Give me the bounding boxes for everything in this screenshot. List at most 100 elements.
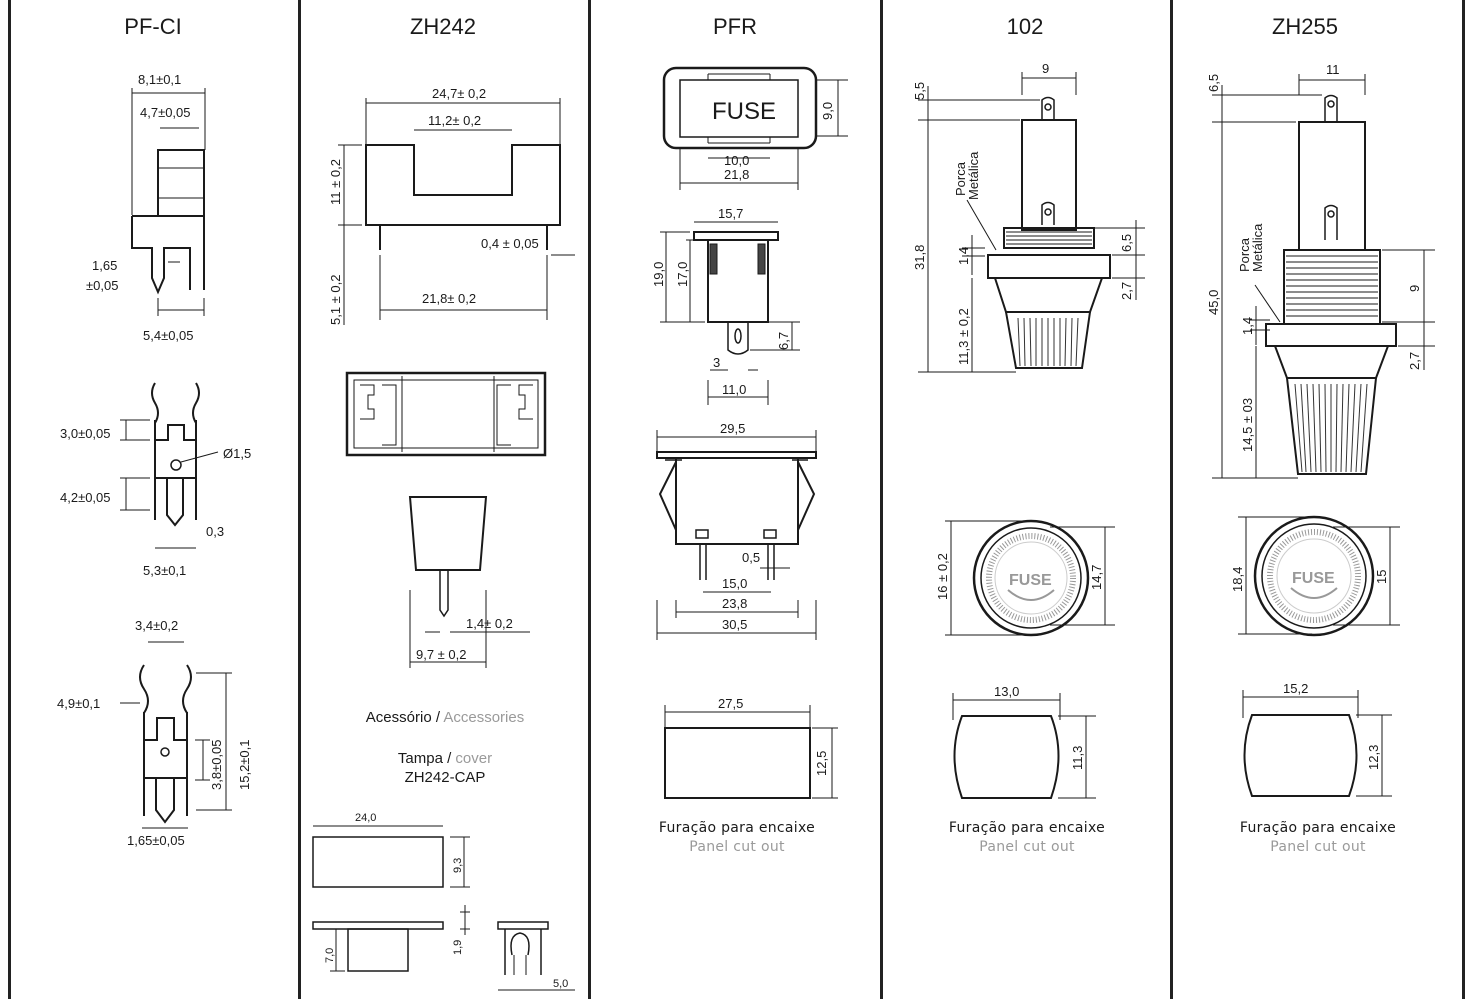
dim-pfr-e2: 19,0 <box>651 262 666 287</box>
dim-102-thread: 6,5 <box>1119 234 1134 252</box>
zh255-cutout-caption-en: Panel cut out <box>1270 839 1366 855</box>
zh255-panel-cutout: 15,2 12,3 <box>1242 681 1392 797</box>
dim-zh255-d8: 2,7 <box>1407 352 1422 370</box>
dim-zh242-height: 11 ± 0,2 <box>328 159 343 205</box>
zh255-side-view: 11 6,5 Porca Metálica 45,0 9 1,4 2,7 14,… <box>1206 62 1435 479</box>
zh242-top-view <box>345 371 547 457</box>
dim-102-g1: 13,0 <box>994 684 1019 699</box>
dim-pfr-e4: 6,7 <box>776 332 791 350</box>
dim-zh255-g1: 15,2 <box>1283 681 1308 696</box>
dim-cap-flange: 1,9 <box>452 940 464 955</box>
pfr-panel-cutout: 27,5 12,5 <box>664 696 838 799</box>
dim-pfr-f1: 29,5 <box>720 421 745 436</box>
dim-cap-tab: 5,0 <box>553 978 568 990</box>
dim-pfci-e5: 5,3±0,1 <box>143 563 186 578</box>
column-title-zh242: ZH242 <box>409 14 477 39</box>
column-title-102: 102 <box>1006 14 1044 39</box>
dim-zh255-top: 11 <box>1326 62 1340 77</box>
column-separator <box>8 0 11 999</box>
pfr-cutout-caption-pt: Furação para encaixe <box>658 820 816 836</box>
accessory-label: Acessório / Accessories <box>300 709 590 726</box>
dim-102-d8: 2,7 <box>1119 282 1134 300</box>
dim-zh255-e2: 15 <box>1374 570 1389 584</box>
zh255-front-view: FUSE 18,4 15 <box>1230 515 1400 637</box>
dim-pfr-f5: 30,5 <box>722 617 747 632</box>
dim-cap-depth: 7,0 <box>324 948 336 963</box>
zh242-cap-accessory-drawings: 24,0 9,3 7,0 1,9 5,0 <box>312 812 575 991</box>
column-separator <box>1462 0 1465 999</box>
dim-pfr-d2: 10,0 <box>724 153 749 168</box>
cap-label-en: cover <box>455 750 493 767</box>
column-separator <box>298 0 301 999</box>
model-102-front-view: FUSE 16 ± 0,2 14,7 <box>935 519 1115 637</box>
dim-pfr-e1: 15,7 <box>718 206 743 221</box>
dim-pfci-f5: 1,65±0,05 <box>127 833 185 848</box>
column-title-pf-ci: PF-CI <box>124 14 182 39</box>
pfr-top-view: 29,5 0,5 15,0 23,8 30,5 <box>656 421 817 640</box>
column-title-zh255: ZH255 <box>1271 14 1339 39</box>
dim-pfr-e3: 17,0 <box>675 262 690 287</box>
dim-zh242-pitch: 21,8± 0,2 <box>422 291 476 306</box>
pfr-front-view: FUSE 9,0 10,0 21,8 <box>662 66 848 190</box>
column-title-pfr: PFR <box>713 14 757 39</box>
dim-zh255-d2: 6,5 <box>1206 74 1221 92</box>
dim-pfr-f3: 15,0 <box>722 576 747 591</box>
zh255-cutout-caption-pt: Furação para encaixe <box>1239 820 1397 836</box>
label-102-metalica: Metálica <box>966 151 981 200</box>
pf-ci-front-view: 3,4±0,2 4,9±0,1 3,8±0,05 15,2±0,1 1,65±0… <box>57 618 252 848</box>
dim-zh242-pinlen: 5,1 ± 0,2 <box>328 274 343 325</box>
cap-code: ZH242-CAP <box>404 769 486 786</box>
dim-pfr-d1: 9,0 <box>820 102 835 120</box>
model-102-cutout-caption-en: Panel cut out <box>979 839 1075 855</box>
dim-102-flange: 1,4 <box>956 247 971 265</box>
dim-zh242-length: 24,7± 0,2 <box>432 86 486 101</box>
dim-zh242-pin: 0,4 ± 0,05 <box>481 236 539 251</box>
dim-pfci-f2: 4,9±0,1 <box>57 696 100 711</box>
accessory-label-en: Accessories <box>443 709 525 726</box>
pfr-side-view: 15,7 19,0 17,0 6,7 3 11,0 <box>651 206 800 405</box>
fuse-label-102: FUSE <box>1009 572 1052 589</box>
dim-pfr-e6: 11,0 <box>722 382 746 397</box>
model-102-panel-cutout: 13,0 11,3 <box>952 684 1096 799</box>
zh242-cap-view: 9,7 ± 0,2 1,4± 0,2 <box>408 496 530 668</box>
model-102-side-view: 9 5,5 Porca Metálica 31,8 6,5 1,4 2,7 11… <box>912 61 1145 373</box>
fuse-label-zh255: FUSE <box>1292 570 1335 587</box>
label-102-porca: Porca <box>953 161 968 196</box>
dim-pfr-d3: 21,8 <box>724 167 749 182</box>
dim-cap-height: 9,3 <box>452 858 464 873</box>
dim-zh242-slot: 11,2± 0,2 <box>428 113 481 128</box>
zh242-side-view: 24,7± 0,2 11,2± 0,2 11 ± 0,2 0,4 ± 0,05 … <box>328 86 575 325</box>
dim-pfci-width: 8,1±0,1 <box>138 72 181 87</box>
dim-cap-width: 24,0 <box>355 812 376 824</box>
dim-pfci-f1: 3,4±0,2 <box>135 618 178 633</box>
dim-zh255-e1: 18,4 <box>1230 567 1245 592</box>
dim-pfr-g1: 27,5 <box>718 696 743 711</box>
dim-102-e2: 14,7 <box>1089 565 1104 590</box>
cap-label-pt: Tampa / <box>397 750 452 767</box>
label-zh255-metalica: Metálica <box>1250 223 1265 272</box>
pfr-cutout-caption-en: Panel cut out <box>689 839 785 855</box>
column-separator <box>588 0 591 999</box>
dim-102-top: 9 <box>1042 61 1049 76</box>
column-separator <box>880 0 883 999</box>
dim-zh242-cap-width: 9,7 ± 0,2 <box>416 647 467 662</box>
dim-pfci-f4: 15,2±0,1 <box>237 739 252 790</box>
dim-pfci-pin: 1,65 <box>92 258 117 273</box>
dim-pfci-body: 4,7±0,05 <box>140 105 191 120</box>
dim-zh255-g2: 12,3 <box>1366 745 1381 770</box>
dim-pfci-pin-tol: ±0,05 <box>86 278 118 293</box>
dim-zh255-flange: 1,4 <box>1240 317 1255 335</box>
dim-pfci-hole: Ø1,5 <box>223 446 251 461</box>
accessory-label-pt: Acessório / <box>365 709 440 726</box>
dim-102-d2: 5,5 <box>912 82 927 100</box>
dim-pfr-e5: 3 <box>713 355 720 370</box>
model-102-cutout-caption-pt: Furação para encaixe <box>948 820 1106 836</box>
dim-pfci-e1: 3,0±0,05 <box>60 426 111 441</box>
cap-label: Tampa / cover <box>300 750 590 767</box>
pf-ci-clip-view: 3,0±0,05 Ø1,5 4,2±0,05 0,3 5,3±0,1 <box>60 382 251 578</box>
dim-pfci-e4: 0,3 <box>206 524 224 539</box>
dim-zh255-length: 45,0 <box>1206 290 1221 315</box>
fuse-label-pfr: FUSE <box>712 98 776 125</box>
dim-pfci-base: 5,4±0,05 <box>143 328 194 343</box>
